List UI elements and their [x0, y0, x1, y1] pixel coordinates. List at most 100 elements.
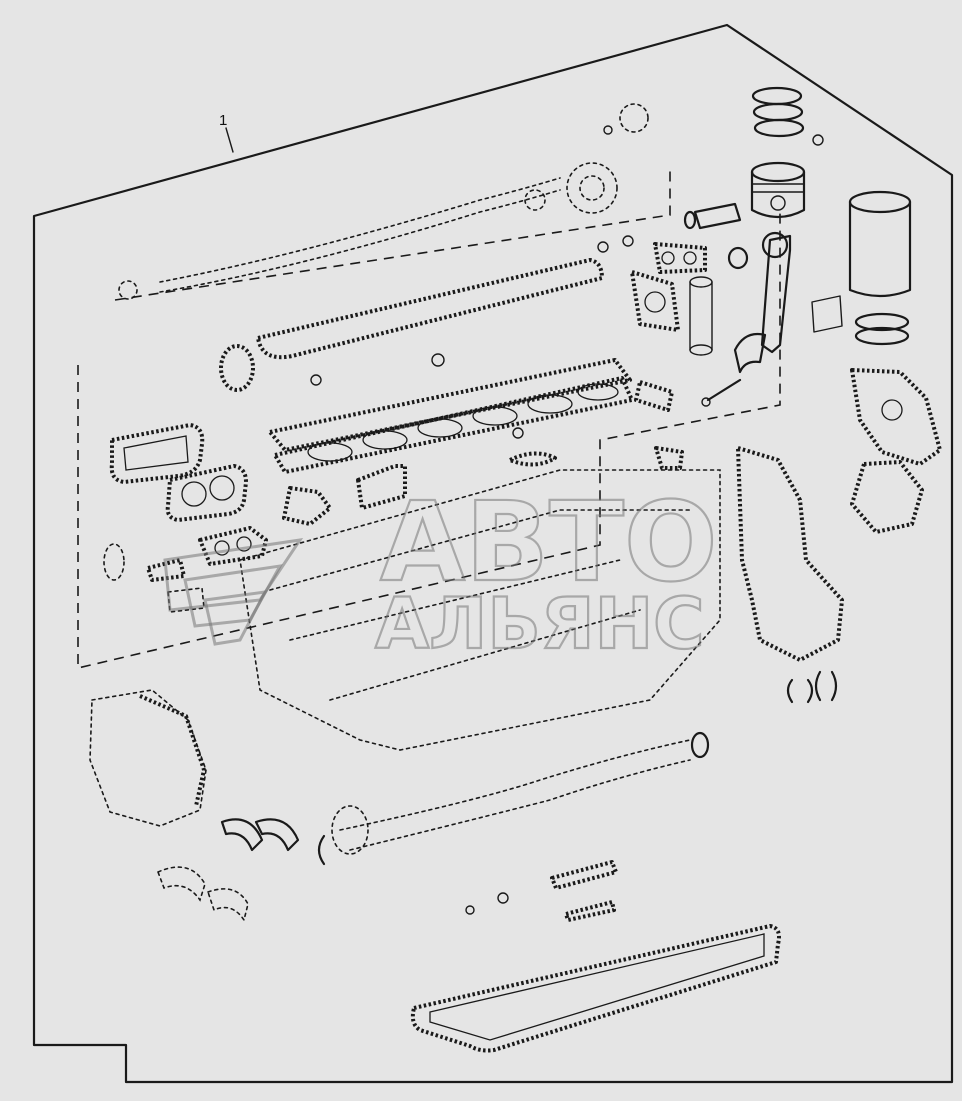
cylinder-bore-ring — [472, 406, 518, 426]
thrust-washer — [317, 834, 326, 866]
intake-manifold-gasket — [109, 423, 205, 484]
piston-ring — [752, 102, 804, 122]
liner-sleeve — [811, 295, 843, 333]
liner-seal-ring — [854, 312, 910, 332]
small-o-ring — [597, 241, 609, 253]
cylinder-bore-ring — [577, 383, 619, 401]
front-cover-gasket-inner — [139, 694, 206, 807]
liner-seal-ring — [854, 326, 910, 346]
exhaust-flange-gasket — [634, 380, 674, 412]
rod-bearing-shell — [733, 332, 767, 374]
strip-gasket — [550, 860, 618, 890]
water-pump-port — [644, 291, 666, 313]
rod-bolt-head — [701, 397, 711, 407]
elbow-port — [236, 536, 252, 552]
piston-ring — [753, 118, 805, 138]
exhaust-port — [209, 475, 235, 501]
small-o-ring — [512, 427, 524, 439]
cylinder-bore-ring — [362, 430, 408, 450]
timing-cover-gasket — [736, 446, 844, 662]
callout-leader — [225, 127, 234, 153]
valve-stem-seal-row-lower — [159, 189, 561, 293]
strip-gasket — [564, 900, 616, 922]
crank-seal — [690, 731, 710, 759]
crankshaft-phantom-lower — [349, 759, 691, 851]
small-gasket — [146, 558, 186, 582]
cylinder-bore-ring — [307, 442, 353, 462]
cylinder-liner — [848, 200, 912, 298]
timing-gear — [566, 162, 618, 214]
callout-label: 1 — [219, 112, 227, 129]
rear-cover-port — [881, 399, 903, 421]
timing-gear-hub — [579, 175, 605, 201]
water-pump-housing-gasket — [850, 460, 924, 534]
small-o-ring — [603, 125, 613, 135]
small-o-ring — [622, 235, 634, 247]
oil-filter-gasket — [508, 451, 557, 467]
main-bearing-shell — [156, 866, 206, 902]
piston-crown — [750, 161, 806, 183]
rocker-cover-gasket — [256, 258, 604, 360]
main-bearing-shell — [206, 888, 249, 922]
rear-cover-gasket — [850, 368, 942, 466]
thermostat-housing-gasket — [653, 242, 707, 274]
exhaust-manifold-gasket — [165, 464, 248, 522]
upper-group-boundary — [77, 210, 781, 670]
thermostat-port — [661, 251, 675, 265]
valve-stem-seal-row — [159, 177, 561, 283]
cylinder-head-gasket — [268, 358, 632, 452]
cylinder-liner-top — [848, 190, 912, 214]
small-o-ring — [310, 374, 322, 386]
water-pipe-o-ring — [689, 344, 713, 356]
thermostat-port — [683, 251, 697, 265]
piston-pin-bore — [770, 195, 786, 211]
small-o-ring — [497, 892, 509, 904]
rod-bolt — [706, 378, 742, 402]
exhaust-port — [181, 481, 207, 507]
intake-manifold-gasket-inner — [123, 435, 189, 471]
water-pipe — [689, 281, 713, 351]
cylinder-bore-ring — [527, 394, 573, 414]
connecting-rod — [760, 234, 792, 354]
engine-block-phantom-inner — [269, 509, 691, 701]
seal-ring — [619, 103, 649, 133]
piston-pin-clip — [812, 134, 824, 146]
housing-gasket — [654, 446, 684, 470]
piston-ring — [751, 86, 803, 106]
watermark-text-line2: АЛЬЯНС — [375, 583, 705, 665]
turbo-gasket — [282, 486, 332, 526]
seal-ring — [524, 189, 546, 211]
cylinder-head-gasket-lower — [273, 376, 634, 474]
elbow-port — [214, 540, 230, 556]
main-bearing-shell — [220, 818, 264, 852]
kit-boundary-frame — [32, 23, 954, 1084]
small-gasket — [167, 587, 205, 613]
oil-pan-gasket-inner — [429, 933, 765, 1041]
rod-bushing — [727, 246, 749, 270]
seal-pair — [786, 678, 814, 704]
cover-gasket — [103, 543, 125, 581]
seal-ring — [118, 280, 138, 300]
small-o-ring — [465, 905, 475, 915]
engine-block-phantom — [239, 469, 721, 751]
oil-pan-gasket — [410, 924, 781, 1053]
main-bearing-shell — [254, 818, 300, 852]
piston — [750, 170, 806, 219]
small-o-ring — [431, 353, 445, 367]
front-cover-gasket — [89, 689, 207, 827]
piston-pin-end — [683, 210, 697, 230]
watermark-text-line1: АВТО — [380, 478, 718, 606]
cover-gasket — [219, 344, 255, 392]
water-pipe-o-ring — [689, 276, 713, 288]
watermark-logo — [163, 538, 304, 646]
water-pump-gasket — [630, 270, 680, 332]
camshaft-group-boundary — [114, 165, 671, 301]
cylinder-bore-ring — [417, 418, 463, 438]
crank-pulley — [331, 805, 369, 855]
piston-pin — [693, 202, 742, 230]
seal-pair — [814, 670, 838, 702]
connecting-rod-small-end — [761, 231, 789, 259]
crankshaft-phantom — [339, 739, 691, 831]
